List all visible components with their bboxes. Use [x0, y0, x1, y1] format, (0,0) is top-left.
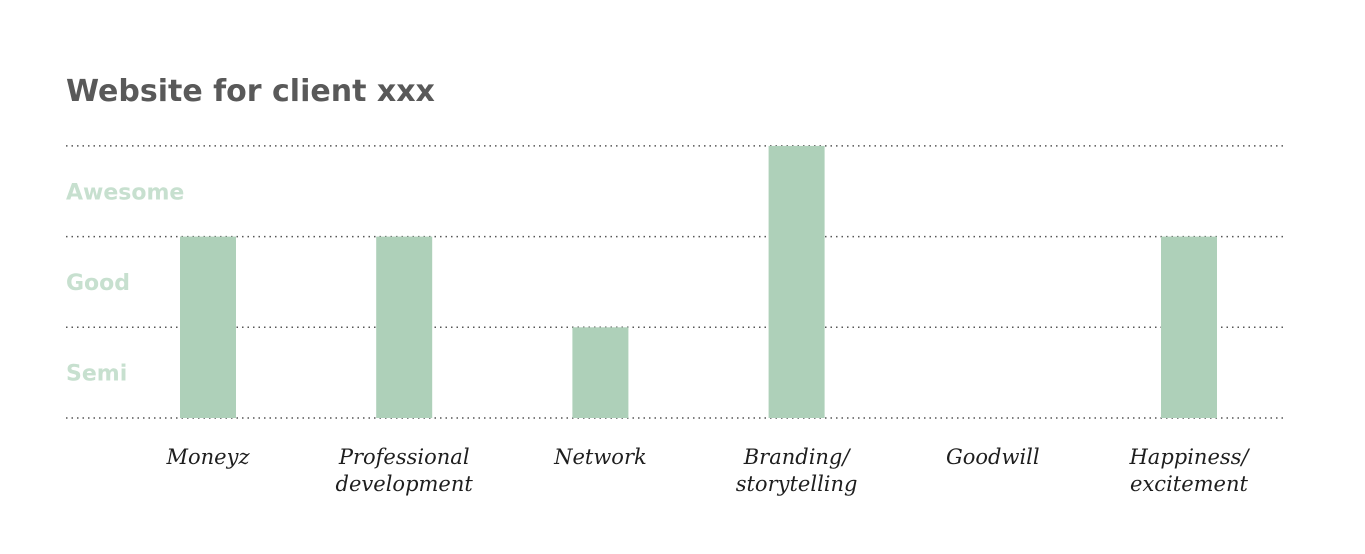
chart-title: Website for client xxx — [66, 74, 435, 109]
category-label-moneyz: Moneyz — [165, 445, 250, 469]
category-label-goodwill: Goodwill — [946, 445, 1040, 469]
bar-professional-development — [376, 236, 433, 418]
category-label-happiness-excitement: Happiness/excitement — [1128, 445, 1250, 496]
bar-moneyz — [180, 236, 236, 418]
bar-happiness-excitement — [1161, 236, 1217, 418]
category-label-network: Network — [553, 445, 647, 469]
level-label-semi: Semi — [66, 362, 127, 387]
bar-network — [572, 327, 629, 418]
bar-branding-storytelling — [768, 145, 825, 418]
grid-lines — [66, 145, 1284, 419]
bars — [180, 145, 1217, 418]
level-label-good: Good — [66, 271, 130, 296]
category-label-branding-storytelling: Branding/storytelling — [736, 445, 858, 496]
level-labels: Semi Good Awesome — [66, 180, 184, 386]
level-label-awesome: Awesome — [66, 180, 184, 205]
